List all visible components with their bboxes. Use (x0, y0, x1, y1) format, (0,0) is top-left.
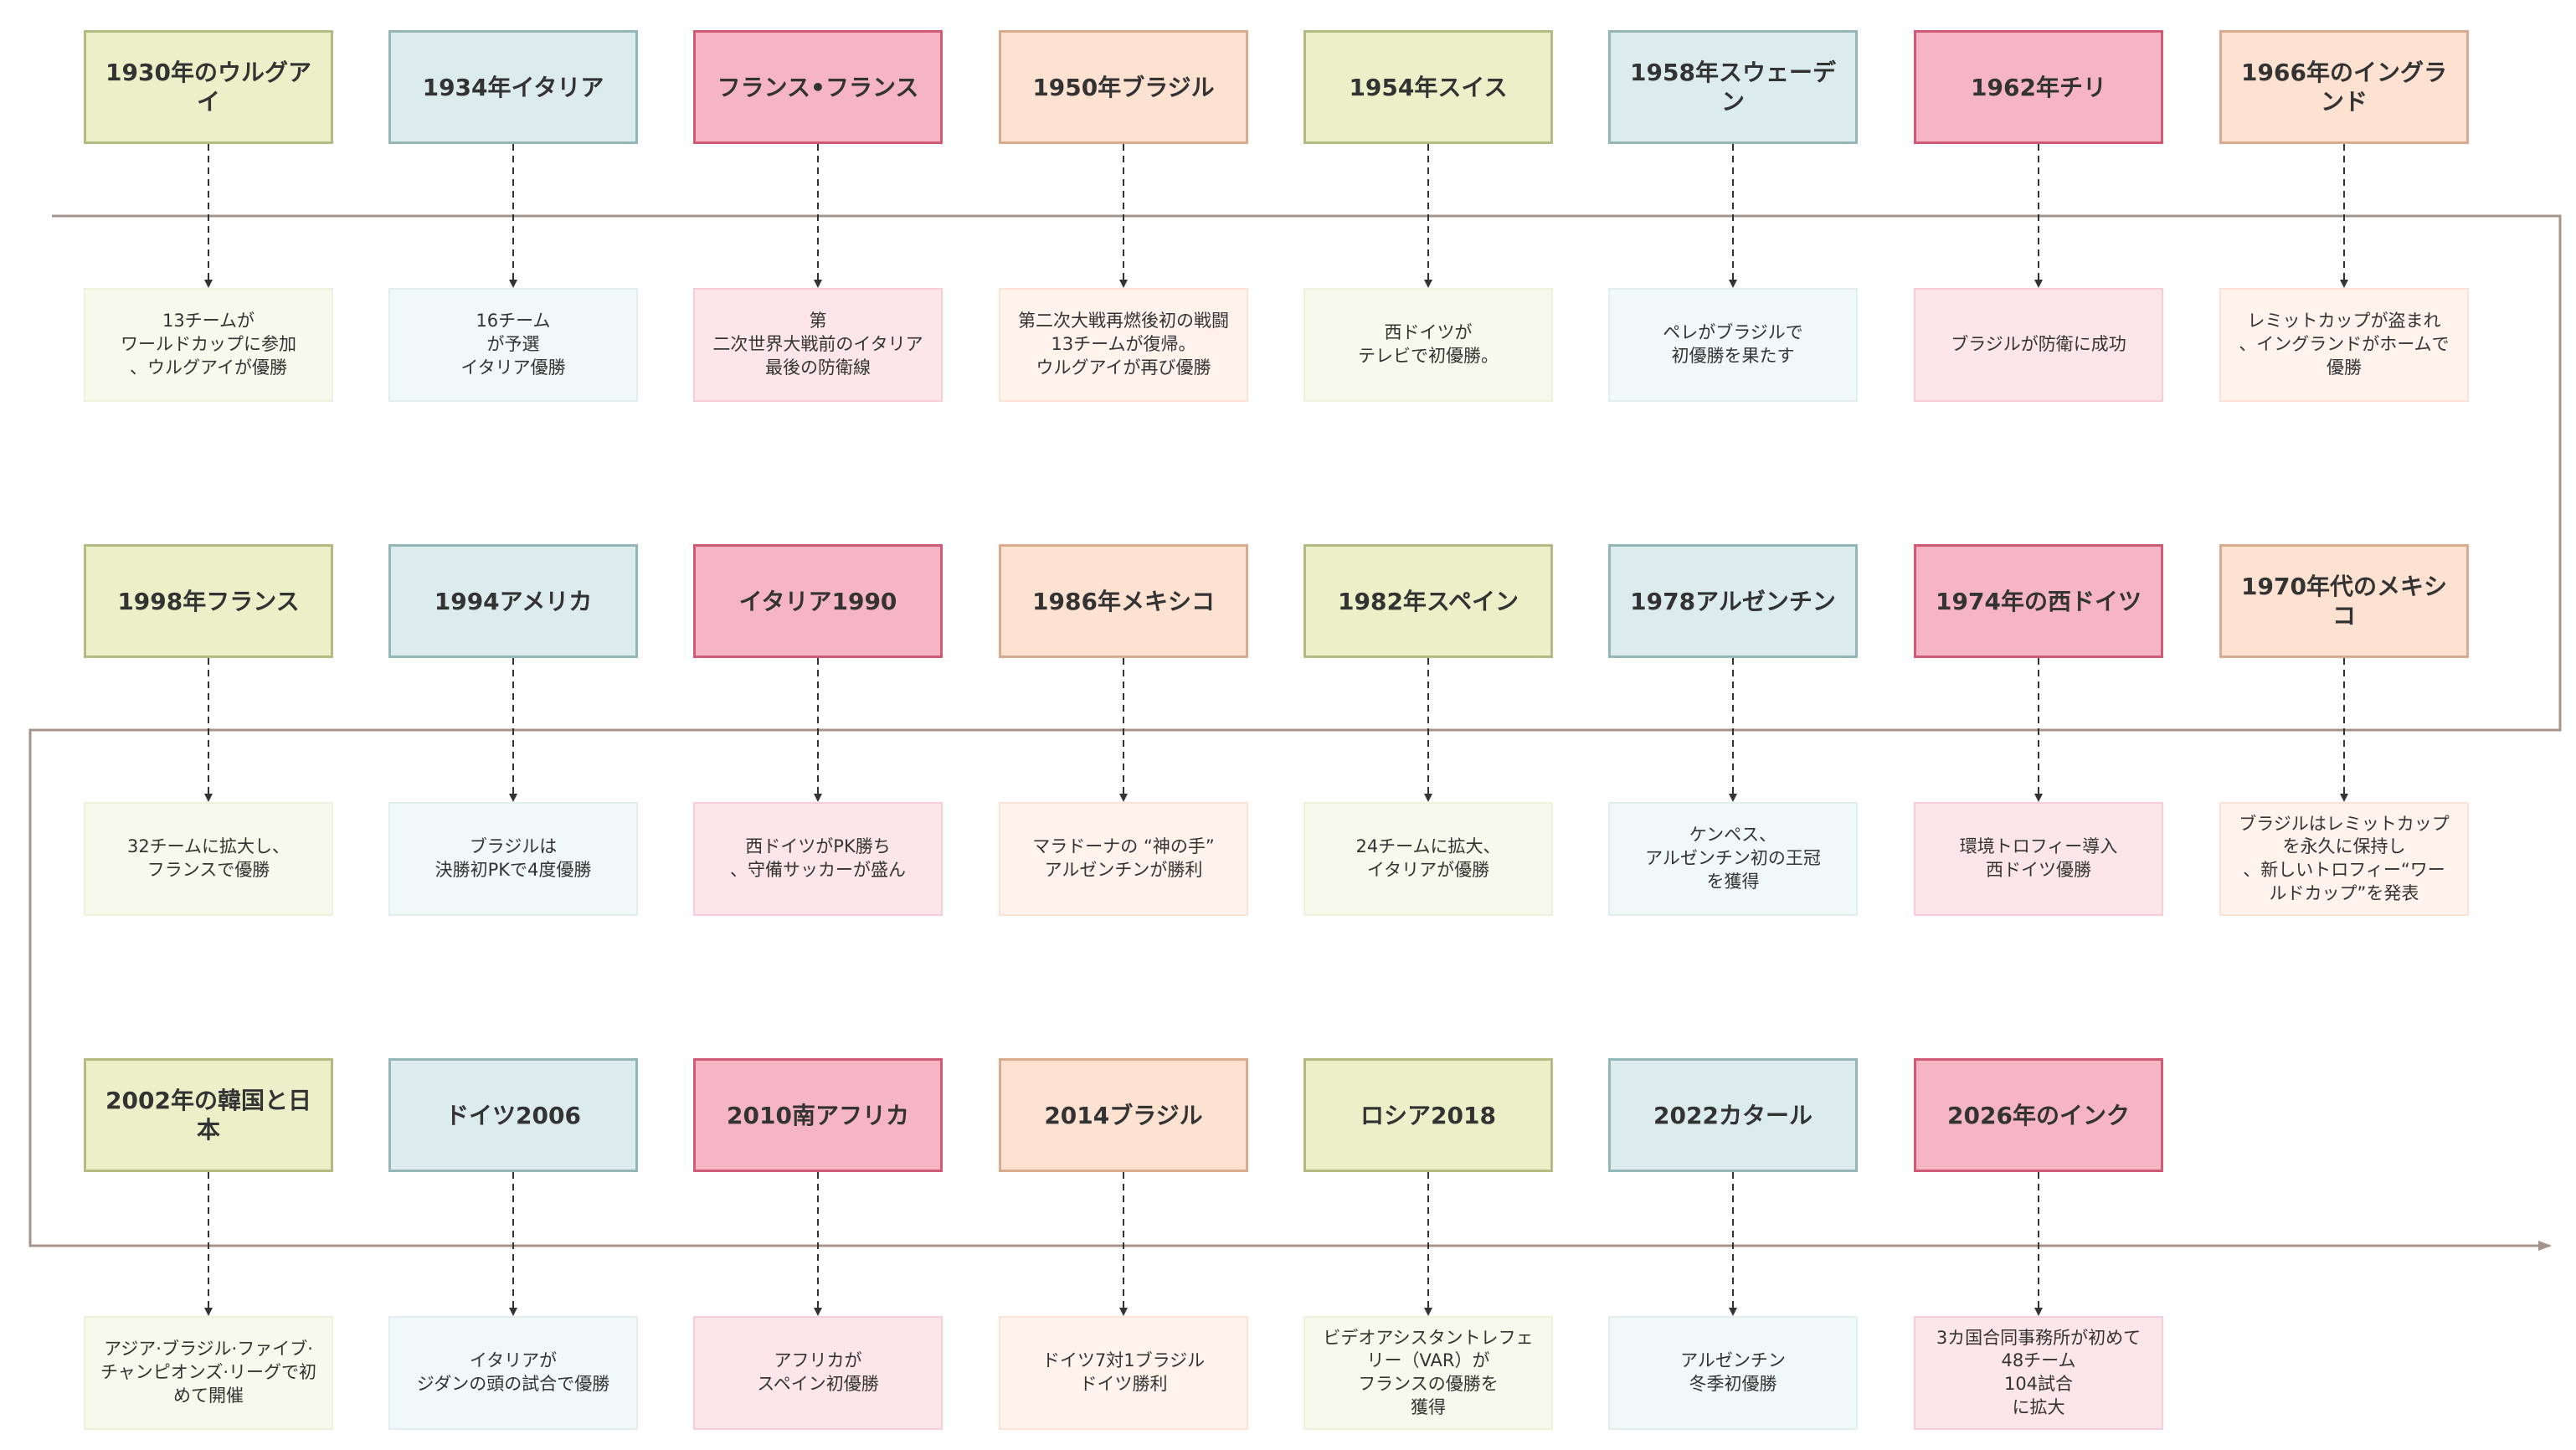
year-box: 1998年フランス (84, 544, 333, 658)
year-box: 1986年メキシコ (999, 544, 1248, 658)
year-box: 1978アルゼンチン (1608, 544, 1858, 658)
description-box: 第 二次世界大戦前のイタリア 最後の防衛線 (693, 288, 943, 402)
description-box: ブラジルはレミットカップ を永久に保持し 、新しいトロフィー“ワー ルドカップ”… (2219, 802, 2469, 916)
description-box: 3カ国合同事務所が初めて 48チーム 104試合 に拡大 (1914, 1316, 2163, 1430)
description-box: ブラジルは 決勝初PKで4度優勝 (388, 802, 638, 916)
description-box: ブラジルが防衛に成功 (1914, 288, 2163, 402)
description-box: ドイツ7対1ブラジル ドイツ勝利 (999, 1316, 1248, 1430)
description-box: アフリカが スペイン初優勝 (693, 1316, 943, 1430)
year-box: 1962年チリ (1914, 30, 2163, 144)
connector-group (204, 144, 2348, 1316)
year-box: フランス•フランス (693, 30, 943, 144)
description-box: マラドーナの “神の手” アルゼンチンが勝利 (999, 802, 1248, 916)
description-box: ビデオアシスタントレフェ リー（VAR）が フランスの優勝を 獲得 (1303, 1316, 1553, 1430)
timeline-path (28, 214, 2562, 1251)
year-box: ドイツ2006 (388, 1058, 638, 1172)
description-box: イタリアが ジダンの頭の試合で優勝 (388, 1316, 638, 1430)
description-box: 環境トロフィー導入 西ドイツ優勝 (1914, 802, 2163, 916)
description-box: レミットカップが盗まれ 、イングランドがホームで 優勝 (2219, 288, 2469, 402)
year-box: 2022カタール (1608, 1058, 1858, 1172)
description-box: 西ドイツがPK勝ち 、守備サッカーが盛ん (693, 802, 943, 916)
description-box: 13チームが ワールドカップに参加 、ウルグアイが優勝 (84, 288, 333, 402)
year-box: 1970年代のメキシコ (2219, 544, 2469, 658)
description-box: 西ドイツが テレビで初優勝。 (1303, 288, 1553, 402)
year-box: 1950年ブラジル (999, 30, 1248, 144)
year-box: 2010南アフリカ (693, 1058, 943, 1172)
year-box: 2002年の韓国と日本 (84, 1058, 333, 1172)
year-box: 1930年のウルグアイ (84, 30, 333, 144)
description-box: アジア·ブラジル·ファイブ· チャンピオンズ·リーグで初 めて開催 (84, 1316, 333, 1430)
year-box: 1982年スペイン (1303, 544, 1553, 658)
year-box: 2014ブラジル (999, 1058, 1248, 1172)
description-box: アルゼンチン 冬季初優勝 (1608, 1316, 1858, 1430)
description-box: 24チームに拡大、 イタリアが優勝 (1303, 802, 1553, 916)
description-box: 第二次大戦再燃後初の戦闘 13チームが復帰。 ウルグアイが再び優勝 (999, 288, 1248, 402)
description-box: ペレがブラジルで 初優勝を果たす (1608, 288, 1858, 402)
description-box: 32チームに拡大し、 フランスで優勝 (84, 802, 333, 916)
year-box: 1934年イタリア (388, 30, 638, 144)
year-box: 1954年スイス (1303, 30, 1553, 144)
year-box: 2026年のインク (1914, 1058, 2163, 1172)
year-box: イタリア1990 (693, 544, 943, 658)
year-box: 1994アメリカ (388, 544, 638, 658)
description-box: ケンペス、 アルゼンチン初の王冠 を獲得 (1608, 802, 1858, 916)
year-box: ロシア2018 (1303, 1058, 1553, 1172)
year-box: 1966年のイングランド (2219, 30, 2469, 144)
year-box: 1974年の西ドイツ (1914, 544, 2163, 658)
description-box: 16チーム が予選 イタリア優勝 (388, 288, 638, 402)
year-box: 1958年スウェーデン (1608, 30, 1858, 144)
